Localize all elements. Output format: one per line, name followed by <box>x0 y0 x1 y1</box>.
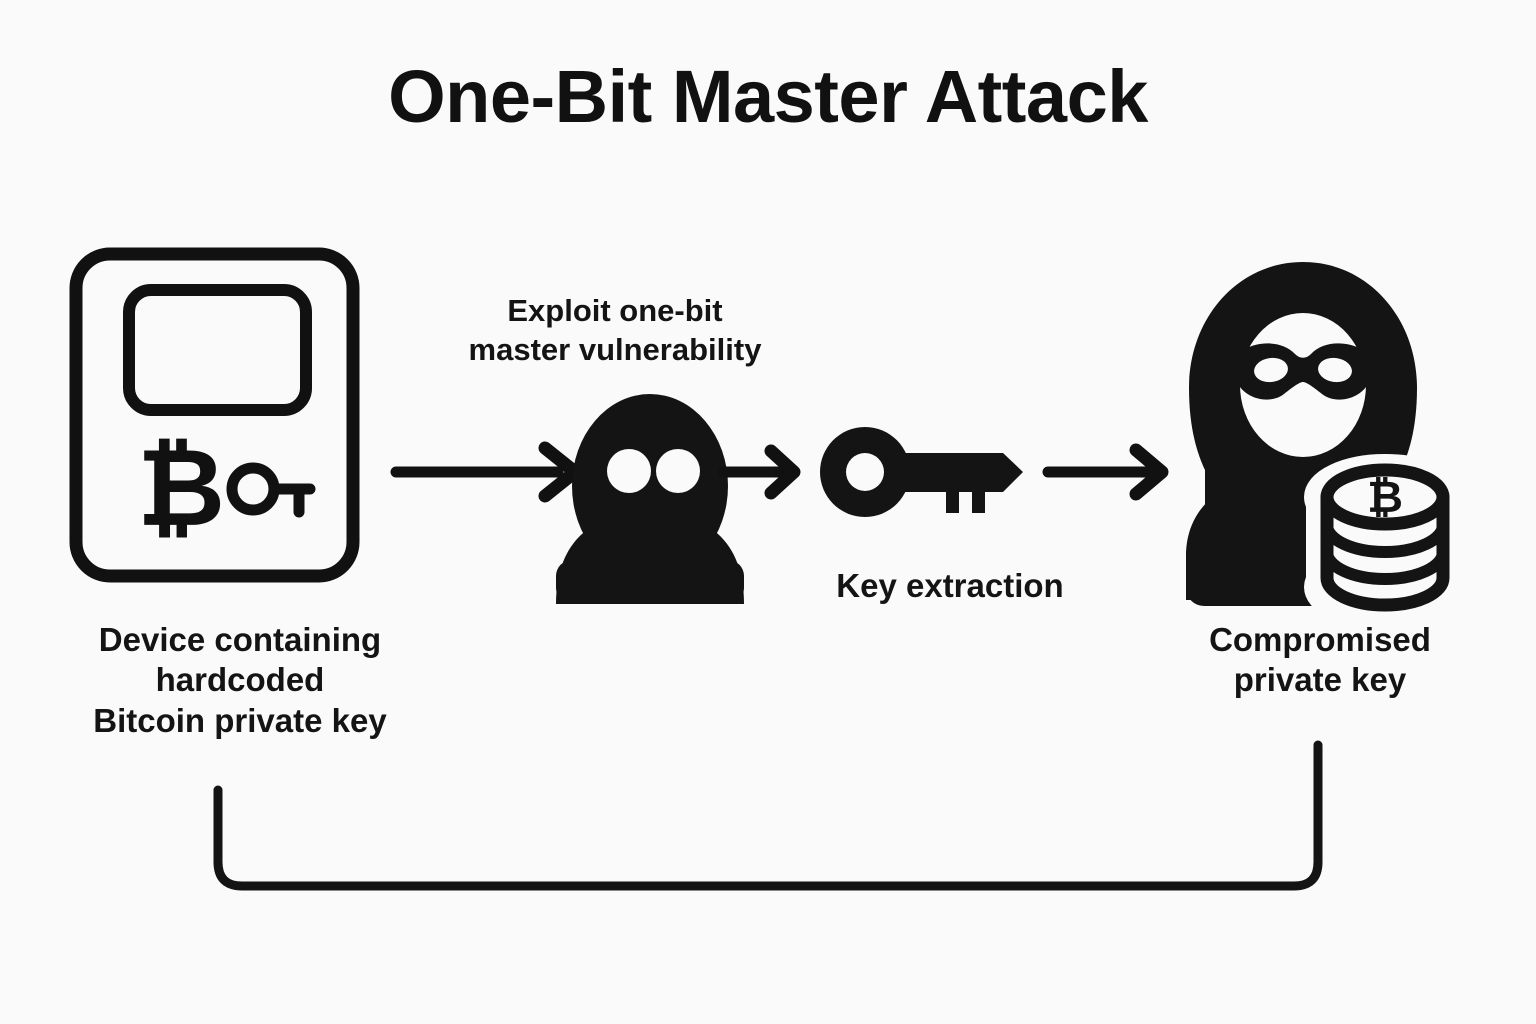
coin-bitcoin-symbol-icon: ₿ <box>1367 473 1403 522</box>
edge-exploit-label: Exploit one-bit master vulnerability <box>468 293 762 367</box>
hacker-eye-right <box>1318 357 1352 383</box>
arrow-device-to-attacker <box>390 441 582 503</box>
feedback-connector <box>213 740 1323 891</box>
device-body-outline <box>69 247 360 583</box>
bitcoin-symbol-icon: ₿ <box>137 427 225 548</box>
masked-thief-icon <box>556 394 744 604</box>
device-screen-outline <box>123 284 312 416</box>
key-icon <box>820 427 1023 517</box>
hacker-eye-left <box>1254 357 1288 383</box>
hooded-hacker-with-bitcoin-coins-icon: ₿ <box>1186 262 1466 630</box>
arrow-key-to-hacker <box>1042 443 1169 501</box>
device-label: Device containing hardcoded Bitcoin priv… <box>93 621 387 739</box>
page-title: One-Bit Master Attack <box>388 55 1148 138</box>
hacker-bandit-mask <box>1234 343 1372 400</box>
key-extraction-label: Key extraction <box>836 567 1064 604</box>
device-key-icon <box>226 462 316 518</box>
thief-eye-right <box>656 449 700 493</box>
device-with-bitcoin-key-icon: ₿ <box>69 247 360 583</box>
thief-eye-left <box>607 449 651 493</box>
compromised-key-label: Compromised private key <box>1209 621 1431 699</box>
bitcoin-coin-stack-icon: ₿ <box>1304 454 1466 630</box>
arrow-attacker-to-key <box>718 444 801 500</box>
hacker-face <box>1240 313 1366 457</box>
